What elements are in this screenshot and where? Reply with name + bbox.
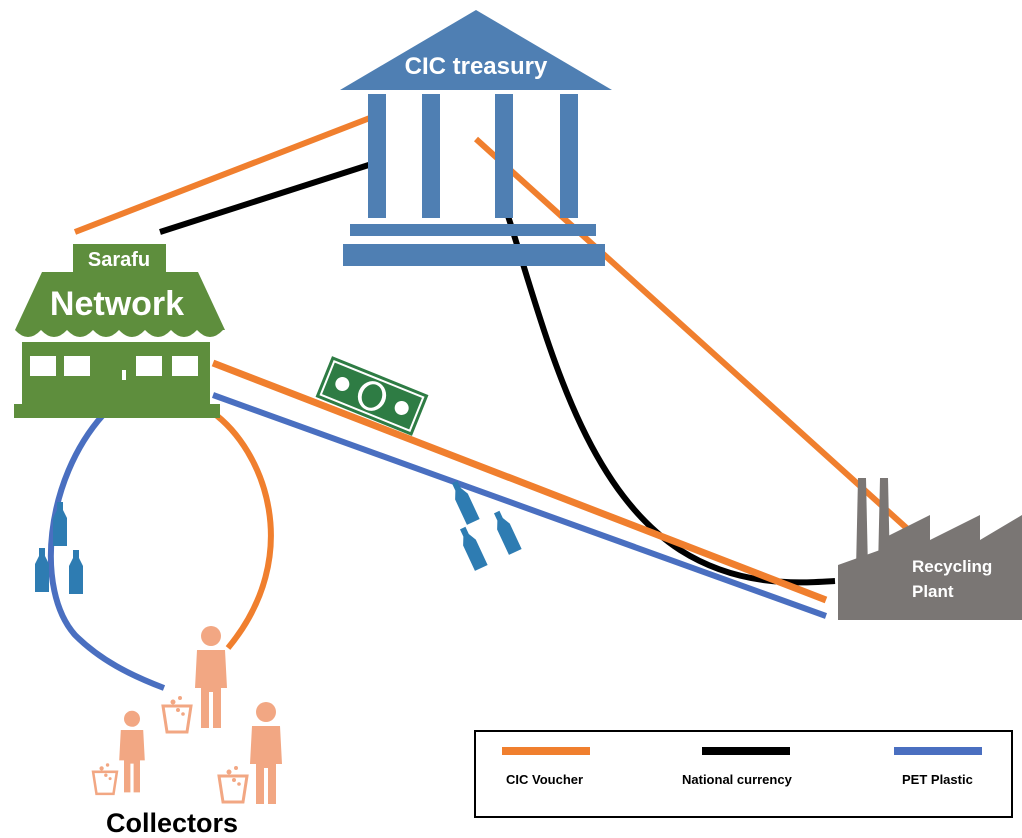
recycling-label-line1: Recycling xyxy=(912,557,992,576)
voucher-line-treasury-plant xyxy=(473,136,935,554)
voucher-line-network-collectors xyxy=(210,409,274,650)
network-label: Network xyxy=(50,285,184,323)
banknote-icon xyxy=(315,356,429,436)
recycling-label-line2: Plant xyxy=(912,582,954,601)
person-icon xyxy=(250,702,282,804)
voucher-line-network-treasury xyxy=(73,113,377,235)
person-icon xyxy=(195,626,227,728)
shop-icon xyxy=(14,244,225,418)
legend-label-plastic: PET Plastic xyxy=(902,772,973,787)
recycle-bin-icon xyxy=(217,764,249,804)
legend-swatch-voucher xyxy=(502,747,590,755)
flow-lines xyxy=(47,113,935,691)
legend-item-cic-voucher: CIC Voucher xyxy=(490,732,660,816)
legend-item-national-currency: National currency xyxy=(676,732,846,816)
legend-label-voucher: CIC Voucher xyxy=(506,772,584,787)
legend-item-pet-plastic: PET Plastic xyxy=(856,732,1022,816)
treasury-label: CIC treasury xyxy=(405,53,548,80)
legend-swatch-plastic xyxy=(894,747,982,755)
collectors-label: Collectors xyxy=(106,808,238,838)
sarafu-label: Sarafu xyxy=(88,249,150,271)
plastic-line-network-plant xyxy=(211,392,828,619)
legend: CIC Voucher National currency PET Plasti… xyxy=(474,730,1013,818)
person-icon xyxy=(119,710,145,793)
bottle-icon xyxy=(69,550,83,594)
recycle-bin-icon xyxy=(161,694,193,734)
currency-line-treasury-plant xyxy=(505,215,836,586)
bottle-icon xyxy=(456,525,488,571)
recycle-bin-icon xyxy=(91,762,119,796)
legend-swatch-currency xyxy=(702,747,790,755)
bottle-icon xyxy=(490,509,522,555)
voucher-line-network-plant xyxy=(211,359,828,604)
plastic-line-network-collectors xyxy=(47,413,166,691)
bank-icon xyxy=(340,10,612,266)
currency-line-network-treasury xyxy=(159,159,379,235)
legend-label-currency: National currency xyxy=(682,772,792,787)
bottle-icon xyxy=(35,548,49,592)
factory-icon xyxy=(838,478,1022,620)
